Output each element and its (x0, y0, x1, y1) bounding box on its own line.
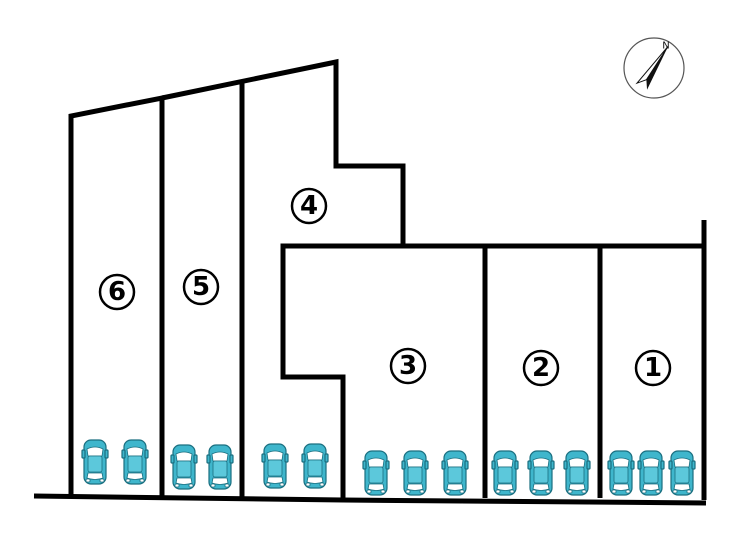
lot-label-5: 5 (182, 268, 220, 306)
car-icon-lot-4-b (301, 443, 329, 489)
lot-label-6: 6 (98, 273, 136, 311)
lot-number-2: 2 (532, 353, 550, 383)
car-icon-lot-2-a (491, 450, 519, 496)
car-icon-lot-1-a (607, 450, 635, 496)
lot-label-2: 2 (522, 349, 560, 387)
lot-4-boundary (161, 58, 406, 246)
lot-number-5: 5 (192, 272, 210, 302)
lot-number-1: 1 (644, 353, 662, 383)
car-icon-lot-3-c (441, 450, 469, 496)
compass-needle-icon (646, 46, 669, 90)
compass-north-label: N (662, 41, 669, 52)
lot-labels: 6 5 4 3 2 1 (98, 187, 672, 387)
lot-number-4: 4 (300, 191, 318, 221)
road-line (33, 493, 707, 506)
car-icon-lot-1-b (637, 450, 665, 496)
north-compass: N (623, 37, 685, 99)
lot-6-boundary (68, 94, 165, 498)
car-icon-lot-3-b (401, 450, 429, 496)
car-icon-lot-6-b (121, 439, 149, 485)
car-icon-lot-2-b (527, 450, 555, 496)
parking-area (81, 439, 696, 496)
car-icon-lot-1-c (668, 450, 696, 496)
lot-label-1: 1 (634, 349, 672, 387)
lot-3-boundary (280, 243, 704, 498)
car-icon-lot-6-a (81, 439, 109, 485)
lot-number-3: 3 (399, 351, 417, 381)
lot-boundaries (33, 58, 707, 506)
car-icon-lot-4-a (261, 443, 289, 489)
car-icon-lot-5-b (206, 444, 234, 490)
lot-number-6: 6 (108, 277, 126, 307)
lot-label-3: 3 (389, 347, 427, 385)
car-icon-lot-3-a (362, 450, 390, 496)
lot-label-4: 4 (290, 187, 328, 225)
car-icon-lot-2-c (563, 450, 591, 496)
car-icon-lot-5-a (170, 444, 198, 490)
